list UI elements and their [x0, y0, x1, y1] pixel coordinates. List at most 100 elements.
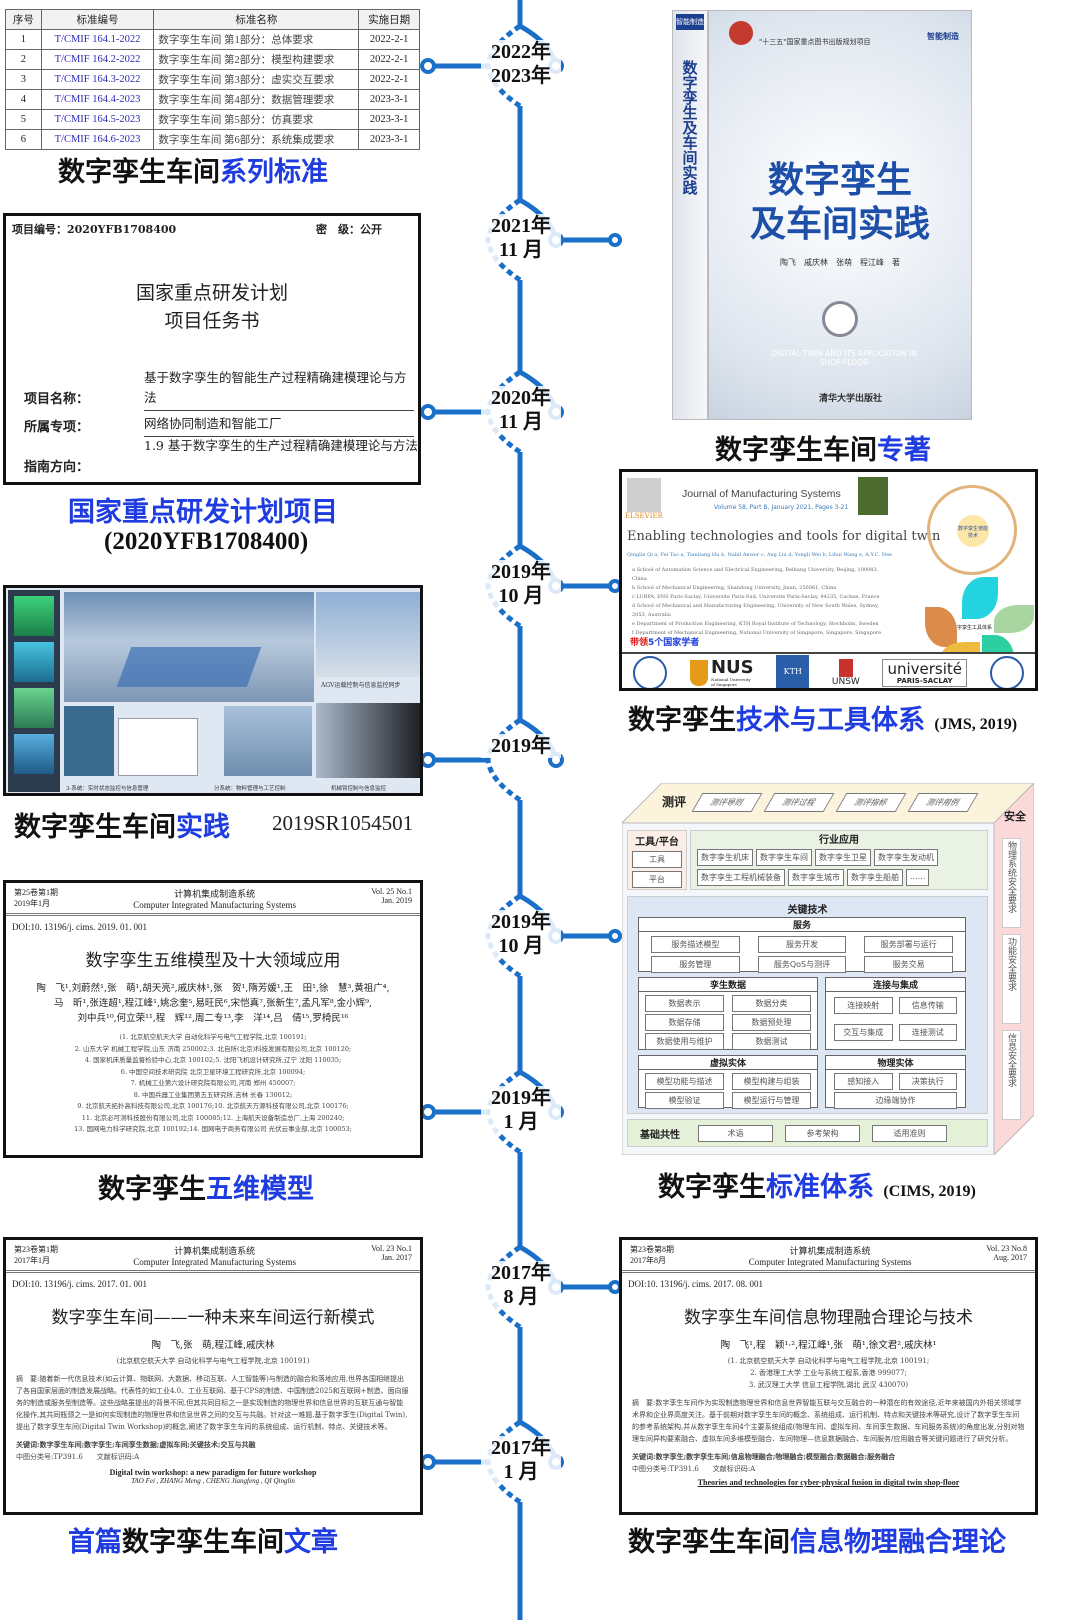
affiliation-line: (1. 北京航空航天大学 自动化科学与电气工程学院,北京 100191;	[727, 1357, 930, 1365]
book-title-line: 及车间实践	[749, 204, 930, 245]
service-item: 服务交易	[864, 956, 953, 973]
author-list: Qinglin Qi a, Fei Tao a, Tianliang Hu b,…	[627, 552, 892, 558]
cell-name: 数字孪生车间 第1部分：总体要求	[153, 29, 360, 50]
publisher-logo	[729, 21, 753, 45]
english-title: Digital twin workshop: a new paradigm fo…	[109, 1468, 317, 1477]
connection-item: 连接测试	[898, 1024, 957, 1041]
petal	[994, 605, 1034, 633]
date-en: Aug. 2017	[993, 1253, 1027, 1262]
virtual-item: 模型构建与组装	[732, 1073, 811, 1090]
virtual-item: 模型验证	[645, 1092, 724, 1109]
timeline-date: 2019年	[481, 734, 561, 758]
data-item: 数据使用与维护	[645, 1033, 724, 1050]
cell-code: T/CMIF 164.6-2023	[40, 129, 155, 150]
doi: DOI:10. 13196/j. cims. 2017. 08. 001	[628, 1279, 763, 1289]
paper-title: 数字孪生车间信息物理融合理论与技术	[684, 1308, 973, 1328]
cell-name: 数字孪生车间 第3部分：虚实交互要求	[153, 69, 360, 90]
affiliation-line: 3. 武汉理工大学 信息工程学院,湖北 武汉 430070)	[748, 1381, 909, 1389]
caption-highlight: 国家重点研发计划项目	[68, 497, 338, 528]
author-line: 马 昕¹,张连超¹,程江峰¹,姚念奎⁵,易旺民⁶,宋恺真⁷,张新生⁷,孟凡军⁸,…	[54, 998, 372, 1009]
timeline-month: 11 月	[499, 239, 543, 261]
doc-subtitle: 项目任务书	[164, 310, 260, 332]
virtual-workshop-view	[64, 592, 314, 702]
group-items: 服务描述模型服务开发服务部署与运行服务管理服务QoS与测评服务交易	[639, 932, 965, 977]
volume-info: Volume 58, Part B, January 2021, Pages 3…	[714, 504, 849, 511]
field-label: 项目名称：	[24, 392, 90, 407]
affiliation-line: c LURPA, ENS Paris-Saclay, Universite Pa…	[632, 594, 880, 600]
affiliation-line: d School of Mechanical and Manufacturing…	[632, 603, 879, 618]
volume-cn: 第25卷第1期	[14, 888, 58, 897]
timeline-year: 2019年	[491, 911, 551, 933]
group-title: 连接与集成	[826, 978, 965, 992]
english-title: Theories and technologies for cyber-phys…	[697, 1478, 960, 1487]
spine-title: 数字孪生及车间实践	[680, 60, 699, 195]
foundation-items: 术语参考架构适用准则	[698, 1124, 947, 1142]
caption-highlight: 首篇	[68, 1527, 122, 1558]
header-name: 标准名称	[153, 9, 360, 30]
connection-item: 信息传输	[898, 997, 957, 1014]
view-caption: 分系统：物料管理与工艺控制	[214, 786, 286, 792]
foundation-section: 基础共性 术语参考架构适用准则	[627, 1119, 988, 1147]
timeline-year: 2017年	[491, 1437, 551, 1459]
affiliation-line: b School of Mechanical Engineering, Shan…	[632, 585, 837, 591]
author-list: 陶 飞¹,程 颖¹·²,程江峰¹,张 萌¹,徐文君²,戚庆林¹	[720, 1340, 937, 1351]
eval-item: 测评用例	[907, 793, 979, 812]
field-value: 基于数字孪生的智能生产过程精确建模理论与方法	[144, 368, 414, 411]
logo-subtext: National University of Singapore	[710, 677, 751, 687]
group-items: 数据表示数据分类数据存储数据预处理数据使用与维护数据测试	[639, 992, 817, 1053]
author-list: 陶 飞¹,刘蔚然¹,张 萌¹,胡天亮²,戚庆林¹,张 贺¹,隋芳媛¹,王 田¹,…	[6, 981, 420, 1026]
cell-index: 6	[5, 129, 42, 150]
caption-text: 数字孪生车间	[122, 1527, 284, 1558]
foundation-item: 术语	[698, 1124, 773, 1142]
service-item: 服务描述模型	[651, 936, 740, 953]
agv-label: AGV运载控制与信息监控同步	[321, 682, 401, 689]
header-index: 序号	[5, 9, 42, 30]
journal-cover-thumb	[858, 477, 888, 515]
industry-item: 数字孪生城市	[788, 869, 844, 886]
industry-item: 数字孪生工程机械装备	[697, 869, 785, 886]
caption-highlight: 实践	[176, 812, 230, 843]
connector-dot	[420, 1454, 436, 1470]
petal	[925, 607, 957, 647]
series-label: "十三五"国家重点图书出版规划项目	[759, 38, 871, 46]
cell-name: 数字孪生车间 第2部分：模型构建要求	[153, 49, 360, 70]
security-item: 信息安全要求	[1002, 1030, 1021, 1120]
security-items: 物理系统安全要求功能安全要求信息安全要求	[1002, 838, 1026, 1126]
connector-dot	[420, 752, 436, 768]
cell-date: 2023-3-1	[358, 109, 420, 130]
project-caption: 国家重点研发计划项目	[68, 490, 338, 529]
publisher: ELSEVIER	[625, 512, 663, 520]
practice-screenshot: AGV运载控制与信息监控同步 3-系统：实时状态监控与信息管理 分系统：物料管理…	[3, 585, 423, 796]
group-title: 孪生数据	[639, 978, 817, 992]
author-line: 刘中兵¹⁰,何立荣¹¹,程 辉¹²,周二专¹³,李 洋¹⁴,吕 倩¹⁵,罗椅民¹…	[77, 1013, 349, 1024]
journal-cn: 计算机集成制造系统	[174, 1246, 256, 1256]
volume-en: Vol. 23 No.8	[986, 1244, 1027, 1253]
badge-red: 带领	[630, 638, 649, 648]
keywords: 关键词:数字孪生车间;数字孪生;车间孪生数据;虚拟车间;关键技术;交互与共融	[16, 1440, 256, 1449]
affiliation-line: f Department of Mechanical Engineering, …	[632, 630, 882, 636]
caption-text: 数字孪生	[628, 705, 736, 736]
service-item: 服务开发	[757, 936, 847, 953]
enabling-tech-diagram: 数字孪生使能技术	[927, 485, 1017, 575]
foundation-item: 参考架构	[785, 1124, 860, 1142]
classification: 中图分类号:TP391.6 文献标识码:A	[632, 1465, 756, 1473]
affiliation-line: 2. 山东大学 机械工程学院,山东 济南 250002;3. 北自所(北京)科技…	[74, 1044, 352, 1053]
timeline-month: 2023年	[491, 65, 551, 87]
emblem-icon	[822, 301, 858, 337]
robot-arm-view	[316, 703, 420, 778]
journal-cn: 计算机集成制造系统	[789, 1246, 871, 1256]
journal-name: Journal of Manufacturing Systems	[682, 488, 841, 500]
caption-text: 数字孪生车间	[58, 157, 220, 188]
five-dimension-caption: 数字孪生五维模型	[98, 1167, 314, 1206]
field-label: 指南方向：	[24, 460, 90, 475]
timeline-year: 2019年	[491, 735, 551, 757]
connector-dot	[420, 404, 436, 420]
book-spine: 智能制造 数字孪生及车间实践	[672, 10, 708, 420]
item-box: 平台	[632, 871, 682, 888]
